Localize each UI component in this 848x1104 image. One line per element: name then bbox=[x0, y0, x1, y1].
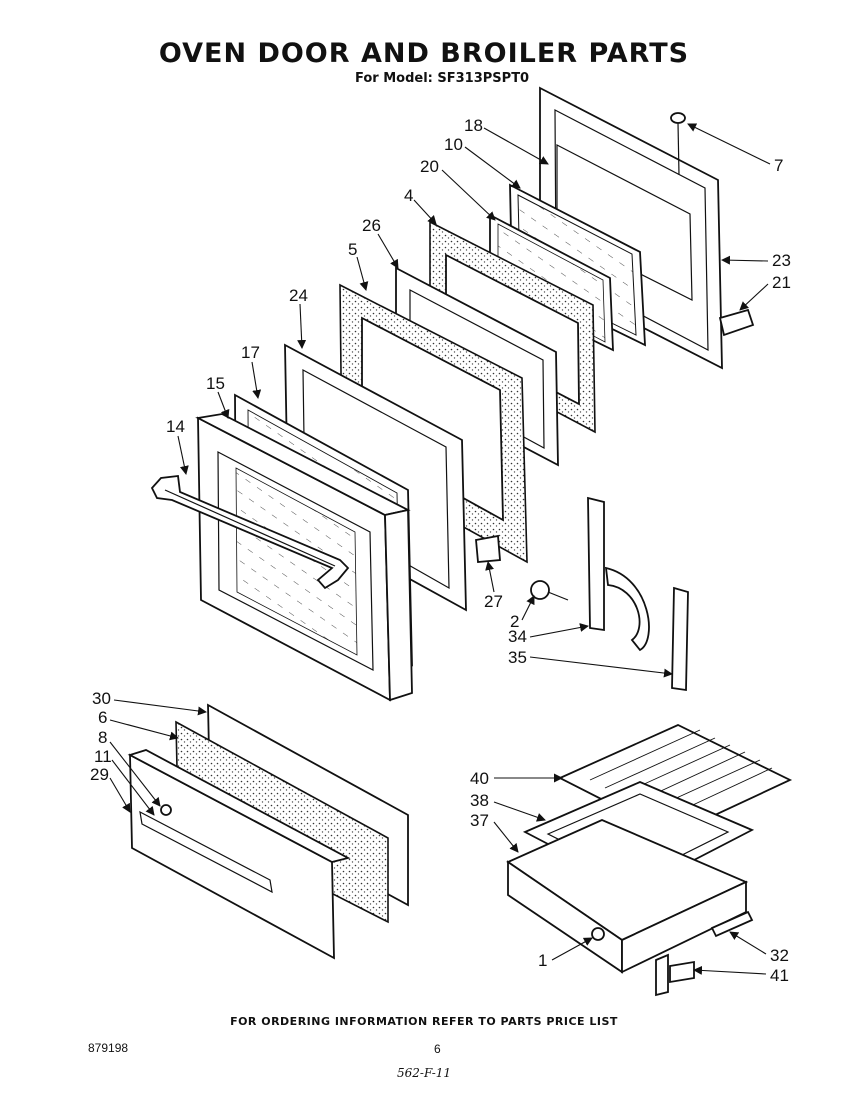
callout-15: 15 bbox=[206, 374, 225, 393]
callout-30: 30 bbox=[92, 689, 111, 708]
callout-20: 20 bbox=[420, 157, 439, 176]
hinge-arm-35 bbox=[671, 586, 689, 692]
pivot-1 bbox=[591, 927, 605, 941]
callout-14: 14 bbox=[166, 417, 185, 436]
page-title: OVEN DOOR AND BROILER PARTS bbox=[158, 38, 690, 69]
callout-7: 7 bbox=[774, 156, 783, 175]
screw-7 bbox=[670, 112, 686, 176]
callout-40: 40 bbox=[470, 769, 489, 788]
callout-11: 11 bbox=[94, 747, 112, 766]
callout-38: 38 bbox=[470, 791, 489, 810]
callout-2: 2 bbox=[510, 612, 519, 631]
hinge-roller-2 bbox=[530, 580, 569, 601]
model-subtitle: For Model: SF313PSPT0 bbox=[355, 71, 530, 86]
callout-10: 10 bbox=[444, 135, 463, 154]
callout-1: 1 bbox=[538, 951, 547, 970]
hinge-tab-21 bbox=[718, 308, 755, 337]
clip-32 bbox=[710, 910, 754, 938]
outer-door-panel-15 bbox=[195, 413, 413, 702]
callout-24: 24 bbox=[289, 286, 308, 305]
callout-4: 4 bbox=[404, 186, 413, 205]
ordering-note: FOR ORDERING INFORMATION REFER TO PARTS … bbox=[230, 1015, 618, 1028]
broiler-drawer-37 bbox=[506, 819, 749, 974]
callout-34: 34 bbox=[508, 627, 527, 646]
callout-41: 41 bbox=[770, 966, 789, 985]
hinge-plate-34 bbox=[587, 496, 650, 652]
callout-29: 29 bbox=[90, 765, 109, 784]
document-number: 879198 bbox=[88, 1041, 129, 1055]
callout-17: 17 bbox=[241, 343, 260, 362]
callout-21: 21 bbox=[772, 273, 791, 292]
callout-8: 8 bbox=[98, 728, 107, 747]
callout-27: 27 bbox=[484, 592, 503, 611]
callout-37: 37 bbox=[470, 811, 489, 830]
callout-32: 32 bbox=[770, 946, 789, 965]
page-number: 6 bbox=[434, 1042, 441, 1056]
callout-26: 26 bbox=[362, 216, 381, 235]
broiler-front-panel-29 bbox=[127, 749, 351, 960]
door-handle-14 bbox=[150, 475, 350, 590]
callout-23: 23 bbox=[772, 251, 791, 270]
callout-5: 5 bbox=[348, 240, 357, 259]
callout-18: 18 bbox=[464, 116, 483, 135]
callout-6: 6 bbox=[98, 708, 107, 727]
bracket-27 bbox=[475, 534, 501, 563]
handwritten-note: 562-F-11 bbox=[397, 1066, 452, 1080]
bracket-41 bbox=[655, 953, 695, 997]
insulation-panel-5 bbox=[339, 283, 528, 564]
callouts: 18 10 20 4 26 5 24 17 15 14 7 23 21 27 2… bbox=[90, 116, 791, 985]
callout-35: 35 bbox=[508, 648, 527, 667]
